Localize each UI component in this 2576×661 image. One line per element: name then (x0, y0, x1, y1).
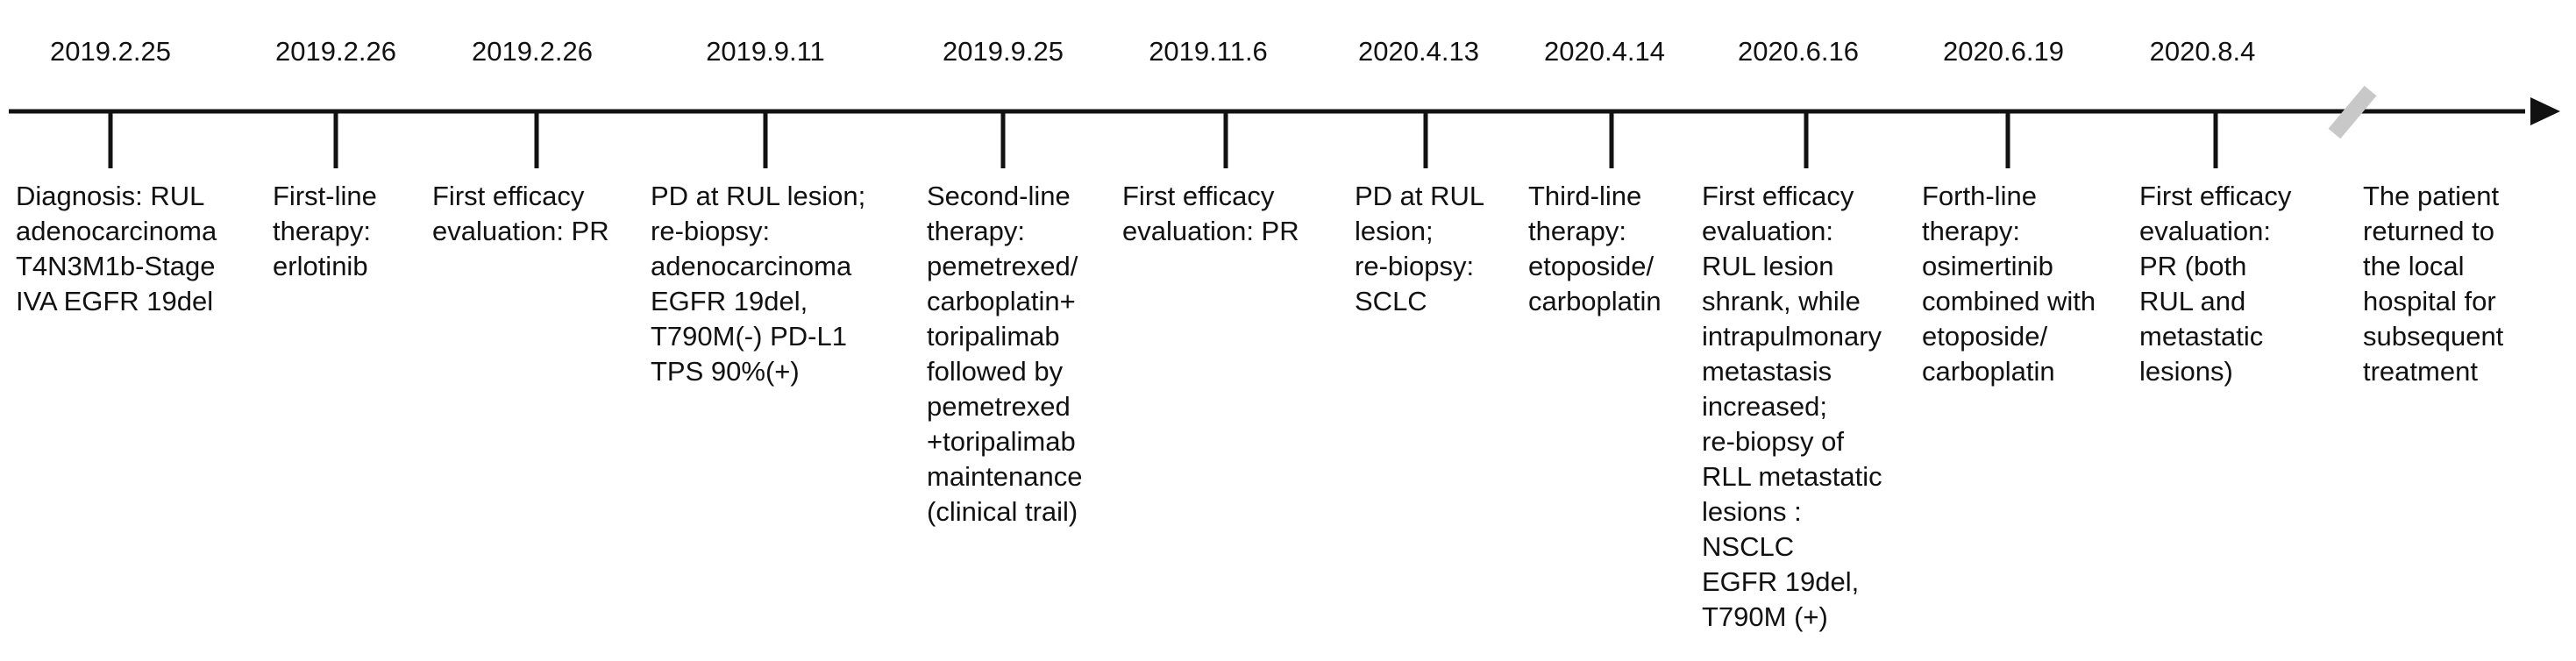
event-description: Forth-line therapy: osimertinib combined… (1922, 181, 2096, 387)
date-label: 2020.6.19 (1943, 36, 2064, 67)
event-description: PD at RUL lesion; re-biopsy: SCLC (1355, 181, 1485, 316)
event-description: Third-line therapy: etoposide/ carboplat… (1528, 181, 1662, 316)
date-label: 2020.4.14 (1544, 36, 1665, 67)
event-description: First-line therapy: erlotinib (273, 181, 377, 281)
event-description: First efficacy evaluation: PR (432, 181, 609, 246)
event-description: First efficacy evaluation: PR (both RUL … (2139, 181, 2292, 387)
date-label: 2019.2.26 (472, 36, 593, 67)
timeline-break-marker-icon (2328, 85, 2377, 139)
timeline-arrowhead-icon (2530, 97, 2560, 125)
event-description: PD at RUL lesion; re-biopsy: adenocarcin… (651, 181, 866, 387)
date-label: 2019.9.25 (943, 36, 1064, 67)
date-label: 2020.4.13 (1358, 36, 1479, 67)
final-note: The patient returned to the local hospit… (2363, 181, 2504, 387)
event-description: First efficacy evaluation: RUL lesion sh… (1702, 181, 1882, 632)
date-label: 2019.9.11 (706, 36, 825, 67)
date-label: 2020.8.4 (2149, 36, 2256, 67)
event-description: Second-line therapy: pemetrexed/ carbopl… (927, 181, 1083, 527)
date-label: 2019.2.25 (50, 36, 171, 67)
date-label: 2019.11.6 (1149, 36, 1268, 67)
event-description: Diagnosis: RUL adenocarcinoma T4N3M1b-St… (16, 181, 217, 316)
date-label: 2019.2.26 (275, 36, 396, 67)
date-label: 2020.6.16 (1738, 36, 1859, 67)
event-description: First efficacy evaluation: PR (1122, 181, 1299, 246)
